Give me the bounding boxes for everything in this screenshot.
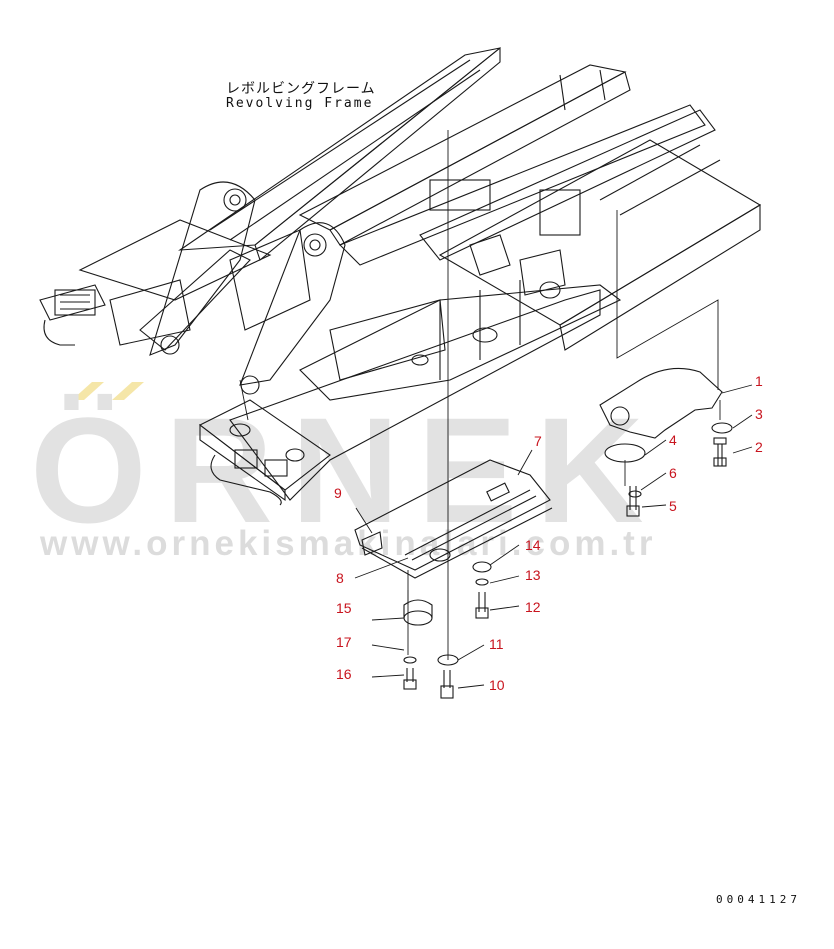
watermark-url: www.ornekismakinalari.com.tr <box>40 524 657 563</box>
part-14-washer <box>472 561 492 573</box>
frame-side-member <box>178 46 501 261</box>
callout-7: 7 <box>534 433 542 449</box>
callout-12: 12 <box>525 599 541 615</box>
frame-label-japanese: レボルビングフレーム <box>226 81 376 97</box>
part-1-cover-plate <box>599 367 723 439</box>
frame-label-english: Revolving Frame <box>226 96 374 111</box>
part-17-washer <box>403 656 417 664</box>
callout-9: 9 <box>334 485 342 501</box>
part-9-block <box>361 531 383 556</box>
part-6-washer <box>628 490 642 498</box>
callout-14: 14 <box>525 537 541 553</box>
lift-arm-brackets <box>149 181 346 395</box>
callout-13: 13 <box>525 567 541 583</box>
frame-front-section <box>39 219 272 351</box>
part-2-bolt <box>713 437 727 467</box>
callout-2: 2 <box>755 439 763 455</box>
part-16-bolt <box>403 668 417 690</box>
frame-boom-arm <box>298 64 716 266</box>
callout-11: 11 <box>489 636 504 652</box>
part-12-bolt <box>475 592 489 619</box>
callout-5: 5 <box>669 498 677 514</box>
callout-15: 15 <box>336 600 352 616</box>
drawing-code: 00041127 <box>716 893 801 906</box>
frame-main-body <box>229 139 762 501</box>
callout-6: 6 <box>669 465 677 481</box>
callout-10: 10 <box>489 677 505 693</box>
part-13-washer <box>475 578 489 586</box>
callout-1: 1 <box>755 373 763 389</box>
part-5-bolt <box>626 486 640 517</box>
part-10-bolt <box>440 670 454 699</box>
callout-8: 8 <box>336 570 344 586</box>
frame-front-counterweight <box>198 399 331 506</box>
watermark-word: ÖRNEK <box>30 386 662 554</box>
callout-16: 16 <box>336 666 352 682</box>
part-7-under-cover <box>354 459 553 579</box>
assembly-guide-lines <box>239 130 721 660</box>
part-3-washer <box>711 422 733 434</box>
callout-4: 4 <box>669 432 677 448</box>
callout-3: 3 <box>755 406 763 422</box>
callout-17: 17 <box>336 634 352 650</box>
callout-leader-lines <box>354 384 753 689</box>
